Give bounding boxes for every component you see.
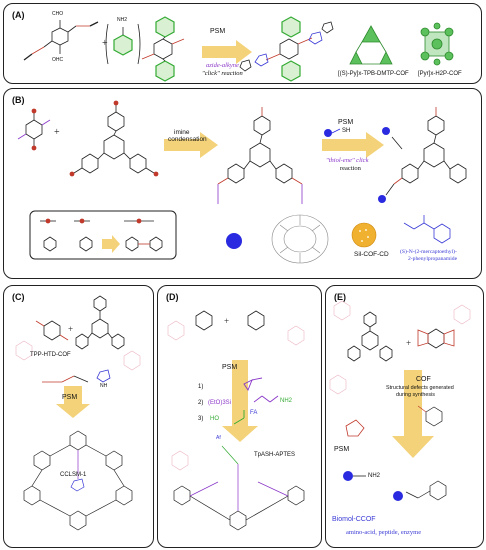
side-chain	[42, 369, 111, 383]
legend-arrow	[102, 235, 120, 253]
defects-label-2: during synthesis	[396, 392, 435, 398]
mercapto-label-2: 2-phenylpropanamide	[408, 256, 458, 262]
panel-a: (A) +	[3, 3, 482, 84]
panel-label: (A)	[12, 10, 25, 20]
svg-text:+: +	[54, 127, 60, 138]
fa-label: FA	[250, 410, 258, 416]
thiol-ene-label: "thiol-ene" click	[326, 157, 369, 164]
panel-b-scheme: +	[17, 100, 467, 264]
psm-arrow-a	[202, 40, 252, 64]
psm-label-c: PSM	[62, 394, 78, 401]
reaction-name-a: azide-alkyne	[206, 62, 239, 69]
sil-cof-cd-sphere	[351, 222, 377, 248]
imine-cof-intermediate	[217, 107, 303, 204]
step-3: 3)	[198, 416, 204, 422]
reaction-label-b: reaction	[340, 165, 361, 172]
panel-d-scheme: +	[167, 310, 305, 531]
thiol-ball-bottom	[378, 195, 386, 203]
green-cof-1	[349, 25, 393, 65]
nh-label: NH	[100, 383, 108, 389]
amine-label: NH2	[117, 17, 128, 23]
panel-c: (C) +	[3, 285, 154, 548]
mercapto-label-1: (S)-N-(2-mercaptoethyl)-	[400, 249, 457, 255]
cclsm-label: CCLSM-1	[60, 472, 87, 478]
svg-text:+: +	[68, 324, 73, 334]
condensation-arrow	[164, 132, 218, 158]
panel-label: (C)	[12, 292, 25, 302]
glycidol	[243, 377, 263, 391]
amine-ring-a	[105, 23, 141, 65]
defects-label-1: Structural defects generated	[386, 385, 454, 391]
cof-label-e: COF	[416, 376, 431, 383]
cof-name-1: [(S)-Py]x-TPB-DMTP-COF	[338, 71, 409, 77]
sh-label: SH	[342, 128, 351, 134]
thiol-cof-product	[385, 107, 467, 196]
panel-e-scheme: +	[329, 300, 471, 501]
thiol-ball	[324, 129, 332, 137]
green-cof-2	[420, 22, 454, 66]
psm-label-b: PSM	[338, 119, 354, 126]
thiol-ene-arrow	[322, 132, 384, 158]
svg-text:+: +	[224, 316, 229, 326]
biomol-ball-product	[393, 491, 403, 501]
step-2: 2)	[198, 400, 204, 406]
psm-label-e: PSM	[334, 446, 350, 453]
cof-arrow-e	[392, 370, 434, 458]
biomol-product	[405, 480, 447, 501]
psm-label-a: PSM	[210, 28, 226, 35]
panel-d: (D) +	[157, 285, 322, 548]
divinyl-monomer	[17, 108, 51, 151]
psm-arrow-c	[56, 386, 90, 418]
tpp-amine	[75, 295, 125, 350]
panel-b: (B) +	[3, 88, 482, 279]
tpash-label: TpASH-APTES	[254, 452, 296, 458]
tpash-framework	[173, 445, 305, 531]
cclsm-framework	[23, 430, 133, 531]
psm-arrow-d	[222, 360, 258, 442]
defect-structure	[417, 405, 443, 427]
reaction-type-a: "click" reaction	[202, 70, 243, 77]
panel-c-scheme: +	[15, 295, 141, 531]
psm-label-d: PSM	[222, 364, 238, 371]
panel-label: (E)	[334, 292, 346, 302]
imine-legend-box	[29, 210, 177, 260]
panel-e: (E) +	[325, 285, 484, 548]
cof-name-2: [Pyr]x-H2P-COF	[418, 71, 462, 77]
cof-ball	[226, 233, 242, 249]
product-strut-a	[239, 16, 334, 82]
tripodal-amine	[69, 100, 159, 177]
thiol-ball-top	[382, 127, 390, 135]
plus-sign-a: +	[102, 38, 108, 49]
tpp-cof-label: TPP-HTD-COF	[30, 352, 71, 358]
nh2-label-e: NH2	[368, 473, 381, 479]
panel-a-scheme: +	[23, 16, 454, 82]
biomolecules-label: amino-acid, peptide, enzyme	[346, 529, 422, 536]
biomol-ball	[343, 471, 353, 481]
etosi-label: (EtO)3Si	[208, 400, 232, 406]
folic-acid-link	[233, 410, 245, 425]
dianhydride	[417, 328, 455, 349]
biomol-ccof-label: Biomol-CCOF	[332, 516, 376, 523]
condensation-label-1: imine	[174, 129, 190, 136]
step-1: 1)	[198, 384, 204, 390]
panel-label: (B)	[12, 95, 25, 105]
succinimide	[345, 419, 365, 437]
ho-label: HO	[210, 416, 219, 422]
af-label: Af	[216, 435, 221, 441]
cyclodextrin	[271, 214, 329, 264]
phloroglucinol	[195, 310, 213, 331]
cho-label: CHO	[52, 11, 64, 17]
panel-label: (D)	[166, 292, 179, 302]
nh2-label-d: NH2	[280, 398, 293, 404]
legend-scheme	[40, 218, 163, 252]
svg-text:+: +	[406, 338, 411, 348]
amide-amine	[247, 310, 265, 331]
sil-cof-cd-label: Sil-COF-CD	[354, 251, 389, 258]
ohc-label: OHC	[52, 57, 64, 63]
intermediate-strut	[141, 16, 185, 82]
condensation-label-2: condensation	[168, 136, 207, 143]
triazine-amine-e	[347, 311, 393, 362]
mercapto-structure	[403, 215, 451, 244]
aptes-chain	[253, 395, 279, 403]
